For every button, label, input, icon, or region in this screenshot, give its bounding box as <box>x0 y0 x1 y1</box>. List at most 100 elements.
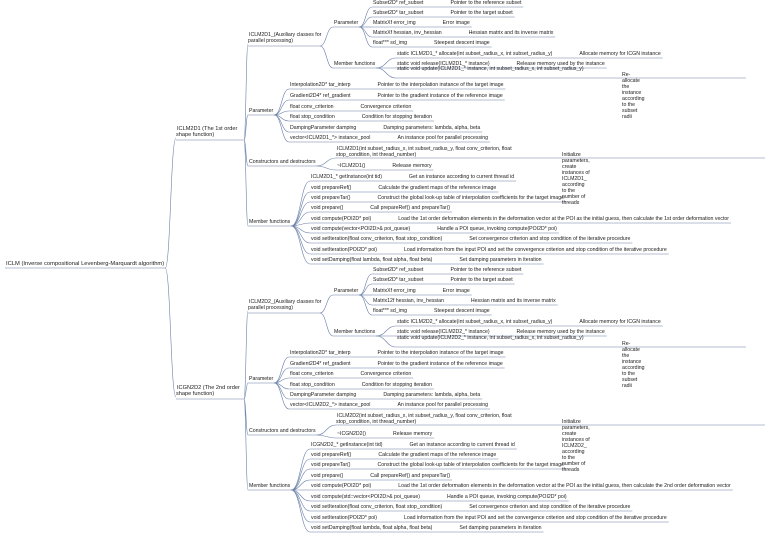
leaf-node: ICGN2D2_* getInstance(int tid)Get an ins… <box>310 442 515 448</box>
leaf-node: void prepareTar()Construct the global lo… <box>310 195 564 201</box>
connector-line <box>243 114 249 141</box>
connector-line <box>243 398 249 436</box>
leaf-node-label: float conv_criterion <box>290 104 334 110</box>
leaf-node-label: ICLM2D1_* getInstance(int tid) <box>311 174 382 180</box>
leaf-node: void compute(vector<POI2D>& poi_queue)Ha… <box>310 226 557 232</box>
connector-line <box>243 139 249 167</box>
connector-line <box>319 26 334 47</box>
connector-line <box>274 114 290 143</box>
leaf-node: static void update(ICLM2D2_* instance, i… <box>396 335 645 389</box>
leaf-node-label: static void release(ICLM2D1_* instance) <box>397 61 490 67</box>
group-node: ICLM2D2_(Auxiliary classes for parallel … <box>248 299 322 311</box>
leaf-node-label: void prepare() <box>311 473 344 479</box>
connector-line <box>164 137 177 269</box>
connector-line <box>291 468 311 491</box>
leaf-node: Gradient2D4* ref_gradient Pointer to the … <box>289 361 503 367</box>
leaf-node-label: void setIteration(POI2D* poi) <box>311 247 378 253</box>
leaf-node-label: Gradient2D4* ref_gradient <box>290 93 351 99</box>
leaf-node: Subset2D* ref_subset Pointer to the refer… <box>372 0 521 6</box>
group-node-label: Parameter <box>249 108 274 114</box>
leaf-node-label: Gradient2D4* ref_gradient <box>290 361 351 367</box>
group-node-label: ICLM2D2_(Auxiliary classes for parallel … <box>248 299 322 311</box>
leaf-description: Calculate the gradient maps of the refer… <box>378 185 497 191</box>
subgroup-node: Member functions <box>333 329 376 335</box>
subgroup-node: Parameter <box>333 288 359 294</box>
leaf-description: Steepest descent image <box>434 40 490 46</box>
leaf-node: void setIteration(float conv_criterion, … <box>310 236 630 242</box>
leaf-node-label: float stop_condition <box>290 114 335 120</box>
leaf-description: Re-allocate the instance according to th… <box>622 341 645 389</box>
branch-node: ICLM2D1 (The 1st order shape function) <box>176 126 246 138</box>
leaf-node-label: void setIteration(float conv_criterion, … <box>311 504 443 510</box>
group-node-label: Constructors and destructors <box>249 428 316 434</box>
group-node: Member functions <box>248 483 291 489</box>
connector-line <box>274 356 290 384</box>
leaf-description: Pointer to the reference subset <box>450 0 522 6</box>
branch-node: ICGN2D2 (The 2nd order shape function) <box>176 385 246 397</box>
group-node: Member functions <box>248 219 291 225</box>
leaf-description: Get an instance according to current thr… <box>408 174 515 180</box>
leaf-node-label: void setDamping(float lambda, float alph… <box>311 257 433 263</box>
leaf-node: Matrix12f hessian, inv_hessian Hessian ma… <box>372 298 556 304</box>
leaf-node-label: static ICLM2D2_* allocate(int subset_rad… <box>397 319 553 325</box>
leaf-node: static void update(ICLM2D1_* instance, i… <box>396 66 645 120</box>
leaf-node-label: void compute(vector<POI2D>& poi_queue) <box>311 226 411 232</box>
group-node: Parameter <box>248 108 274 114</box>
connector-line <box>359 26 373 48</box>
leaf-node-label: void setIteration(POI2D* poi) <box>311 515 378 521</box>
leaf-description: Release memory <box>392 163 432 169</box>
leaf-node-label: float*** sd_img <box>373 308 408 314</box>
connector-line <box>319 294 334 314</box>
leaf-description: Error image <box>442 288 470 294</box>
leaf-node: ~ICGN2D2()Release memory <box>336 431 432 437</box>
leaf-node-label: Interpolation2D* tar_interp <box>290 82 351 88</box>
leaf-node-label: MatrixXf hessian, inv_hessian <box>373 30 442 36</box>
leaf-description: Pointer to the reference subset <box>450 267 522 273</box>
leaf-description: Release memory used by the instance <box>516 329 605 335</box>
leaf-node-label: void compute(std::vector<POI2D>& poi_que… <box>311 494 420 500</box>
leaf-description: Set damping parameters in iteration <box>459 257 542 263</box>
leaf-description: Construct the global look-up table of in… <box>377 195 564 201</box>
leaf-node: void prepare()Call prepareRef() and prep… <box>310 205 450 211</box>
branch-node-label: ICLM2D1 (The 1st order shape function) <box>176 126 238 138</box>
leaf-description: Pointer to the gradient instance of the … <box>377 361 503 367</box>
leaf-node-label: Subset2D* ref_subset <box>373 267 424 273</box>
leaf-description: Release memory used by the instance <box>516 61 605 67</box>
leaf-node-label: static void release(ICLM2D2_* instance) <box>397 329 490 335</box>
connector-line <box>243 43 249 141</box>
leaf-description: Get an instance according to current thr… <box>409 442 515 448</box>
connector-line <box>359 294 373 306</box>
leaf-node-label: DampingParameter damping <box>290 125 357 131</box>
leaf-node-label: float conv_criterion <box>290 371 334 377</box>
leaf-node-label: Matrix12f hessian, inv_hessian <box>373 298 444 304</box>
leaf-node-label: Subset2D* ref_subset <box>373 0 424 6</box>
leaf-description: Hessian matrix and its inverse matrix <box>470 298 556 304</box>
leaf-node: static ICLM2D1_* allocate(int subset_rad… <box>396 51 661 57</box>
leaf-node-label: void setDamping(float lambda, float alph… <box>311 525 433 531</box>
leaf-description: An instance pool for parallel processing <box>397 402 488 408</box>
leaf-description: Re-allocate the instance according to th… <box>622 72 645 120</box>
root-node-label: ICLM (Inverse compositional Levenberg-Ma… <box>6 261 165 267</box>
connector-line <box>274 382 290 410</box>
group-node-label: Member functions <box>249 219 291 225</box>
leaf-node-label: static ICLM2D1_* allocate(int subset_rad… <box>397 51 553 57</box>
subgroup-node: Parameter <box>333 20 359 26</box>
leaf-node-label: MatrixXf error_img <box>373 20 416 26</box>
leaf-description: Allocate memory for ICGN instance <box>579 51 661 57</box>
leaf-node-label: Interpolation2D* tar_interp <box>290 350 351 356</box>
leaf-node: ICLM2D1_* getInstance(int tid) Get an ins… <box>310 174 514 180</box>
connector-line <box>376 67 397 79</box>
leaf-description: Damping parameters: lambda, alpha, beta <box>383 392 481 398</box>
connector-line <box>291 489 311 523</box>
connector-line <box>243 398 249 491</box>
group-node-label: ICLM2D1_(Auxiliary classes for parallel … <box>248 32 322 44</box>
leaf-node: static ICLM2D2_* allocate(int subset_rad… <box>396 319 661 325</box>
leaf-description: Pointer to the interpolation instance of… <box>377 82 504 88</box>
